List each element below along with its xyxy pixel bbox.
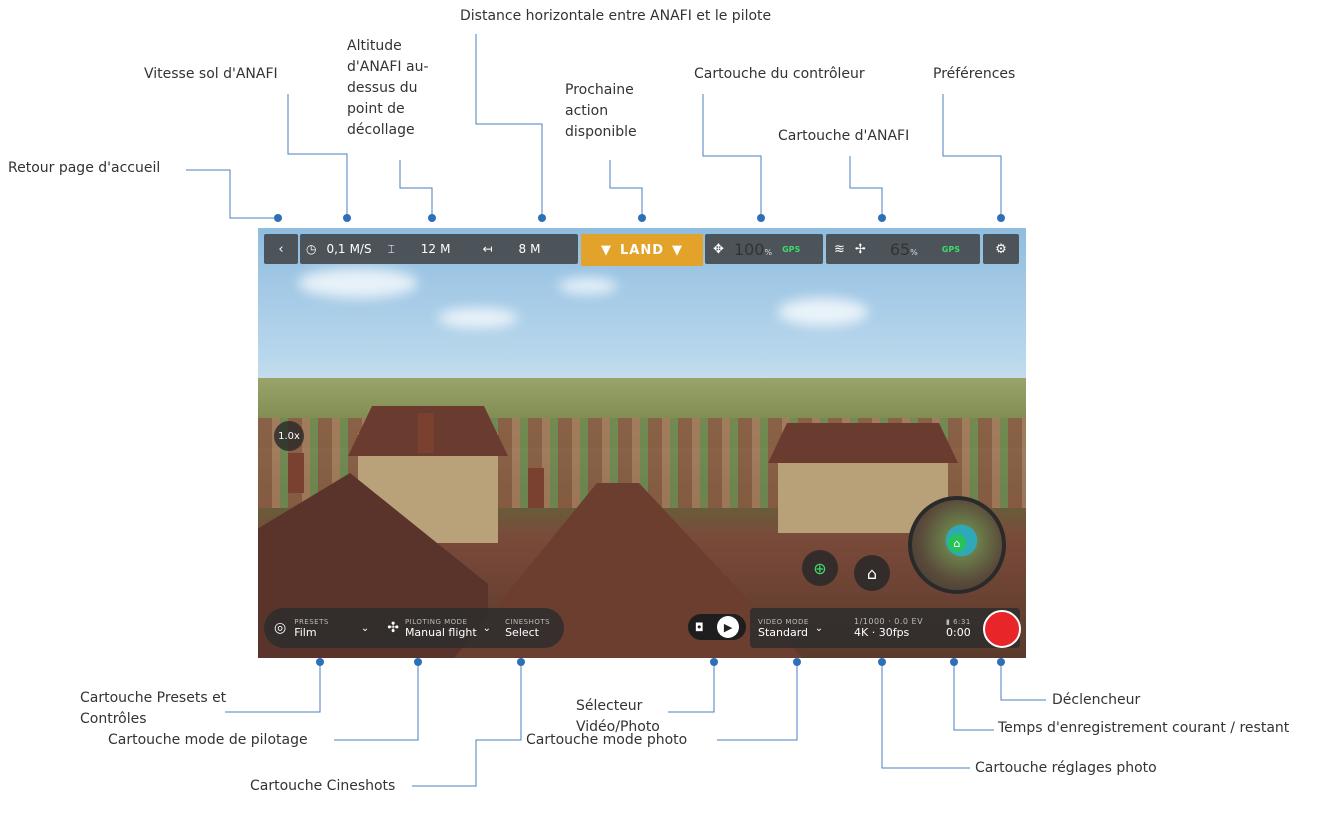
label-cineshots: Cartouche Cineshots — [250, 778, 396, 794]
chevron-down-icon: ⌄ — [814, 622, 824, 634]
distance-unit: M — [530, 242, 541, 256]
target-button[interactable]: ⊕ — [802, 550, 838, 586]
back-button[interactable]: ‹ — [264, 234, 298, 264]
wifi-icon: ≋ — [834, 241, 845, 257]
return-home-button[interactable]: ⌂ — [854, 555, 890, 591]
piloting-value: Manual flight — [404, 625, 477, 639]
telemetry-bar: ◷ 0,1 M/S ⌶ 12 M ↤ 8 M — [300, 234, 578, 264]
label-presets: Cartouche Presets et Contrôles — [80, 690, 227, 727]
gear-icon: ⚙ — [995, 241, 1007, 257]
controller-gps: GPS — [782, 244, 801, 254]
photo-settings[interactable]: 1/1000 · 0.0 EV 4K · 30fps — [848, 617, 940, 639]
label-controleur: Cartouche du contrôleur — [694, 66, 865, 82]
presets-caption: PRESETS — [294, 617, 329, 626]
label-retour: Retour page d'accueil — [8, 160, 161, 176]
label-preferences: Préférences — [933, 66, 1016, 82]
label-prochaine: Prochaine action disponible — [565, 82, 637, 140]
cineshots-value: Select — [505, 625, 539, 639]
land-action-button[interactable]: ▼ LAND ▼ — [581, 234, 703, 266]
altitude-value: 12 — [420, 242, 437, 256]
label-anafi: Cartouche d'ANAFI — [778, 128, 910, 144]
presets-value: Film — [294, 625, 317, 639]
label-temps: Temps d'enregistrement courant / restant — [998, 720, 1290, 736]
piloting-caption: PILOTING MODE — [404, 617, 468, 626]
zoom-indicator[interactable]: 1.0x — [274, 421, 304, 451]
drone-battery: 65% — [889, 239, 918, 259]
label-altitude: Altitude d'ANAFI au-dessus du point de d… — [347, 38, 429, 138]
chevron-down-icon: ⌄ — [482, 622, 492, 634]
cineshots-selector[interactable]: CINESHOTS Select — [499, 618, 556, 639]
label-pilotage: Cartouche mode de pilotage — [108, 732, 308, 748]
video-mode-caption: VIDEO MODE — [758, 617, 809, 626]
preferences-button[interactable]: ⚙ — [983, 234, 1019, 264]
altitude-unit: M — [440, 242, 451, 256]
speed-value: 0,1 — [326, 242, 346, 256]
label-mode-photo: Cartouche mode photo — [526, 732, 688, 748]
bottom-left-bar: ◎ PRESETS Film ⌄ ✣ PILOTING MODE Manual … — [264, 608, 564, 648]
video-icon: ▶ — [717, 616, 740, 638]
label-selecteur: Sélecteur Vidéo/Photo — [576, 698, 660, 735]
controller-battery: 100% — [733, 239, 773, 259]
recording-time: ▮ 6:31 0:00 — [940, 618, 977, 639]
label-reglages: Cartouche réglages photo — [975, 760, 1157, 776]
resolution-value: 4K · 30fps — [854, 626, 910, 639]
drone-icon: ✢ — [854, 241, 866, 257]
label-vitesse: Vitesse sol d'ANAFI — [144, 66, 278, 82]
distance-value: 8 — [518, 242, 527, 256]
video-mode-value: Standard — [758, 625, 809, 639]
drone-gps: GPS — [941, 244, 960, 254]
presets-icon: ◎ — [274, 620, 287, 636]
remaining-time: ▮ 6:31 — [946, 617, 971, 626]
distance-icon: ↤ — [482, 242, 493, 256]
cineshots-caption: CINESHOTS — [505, 617, 551, 626]
bottom-right-bar: VIDEO MODE Standard ⌄ 1/1000 · 0.0 EV 4K… — [750, 608, 1020, 648]
chevron-left-icon: ‹ — [278, 241, 284, 257]
home-marker-icon: ⌂ — [948, 534, 966, 552]
controller-icon: ✥ — [713, 241, 724, 257]
chevron-down-icon: ⌄ — [360, 622, 370, 634]
drone-status[interactable]: ≋ ✢ 65% GPS — [826, 234, 980, 264]
altitude-icon: ⌶ — [387, 241, 395, 256]
caret-down-icon: ▼ — [672, 242, 683, 258]
video-photo-toggle[interactable]: ◘ ▶ — [688, 614, 746, 640]
record-button[interactable] — [983, 610, 1021, 648]
presets-selector[interactable]: ◎ PRESETS Film ⌄ — [264, 618, 379, 639]
label-distance: Distance horizontale entre ANAFI et le p… — [460, 8, 772, 24]
speed-unit: M/S — [349, 242, 372, 256]
exposure-value: 1/1000 · 0.0 EV — [854, 617, 924, 626]
camera-icon: ◘ — [694, 620, 704, 634]
piloting-icon: ✣ — [387, 620, 399, 636]
video-mode-selector[interactable]: VIDEO MODE Standard ⌄ — [750, 618, 848, 639]
speedometer-icon: ◷ — [306, 242, 317, 256]
target-icon: ⊕ — [813, 558, 827, 578]
caret-down-icon: ▼ — [600, 242, 612, 258]
controller-status[interactable]: ✥ 100% GPS — [705, 234, 823, 264]
current-time: 0:00 — [946, 625, 971, 639]
label-declencheur: Déclencheur — [1052, 692, 1141, 708]
camera-view[interactable]: ‹ ◷ 0,1 M/S ⌶ 12 M ↤ 8 M ▼ LAND ▼ ✥ 100%… — [258, 228, 1026, 658]
home-icon: ⌂ — [866, 563, 878, 583]
land-label: LAND — [619, 242, 664, 258]
piloting-mode-selector[interactable]: ✣ PILOTING MODE Manual flight ⌄ — [379, 618, 499, 639]
minimap[interactable]: ⌂ — [908, 496, 1006, 594]
